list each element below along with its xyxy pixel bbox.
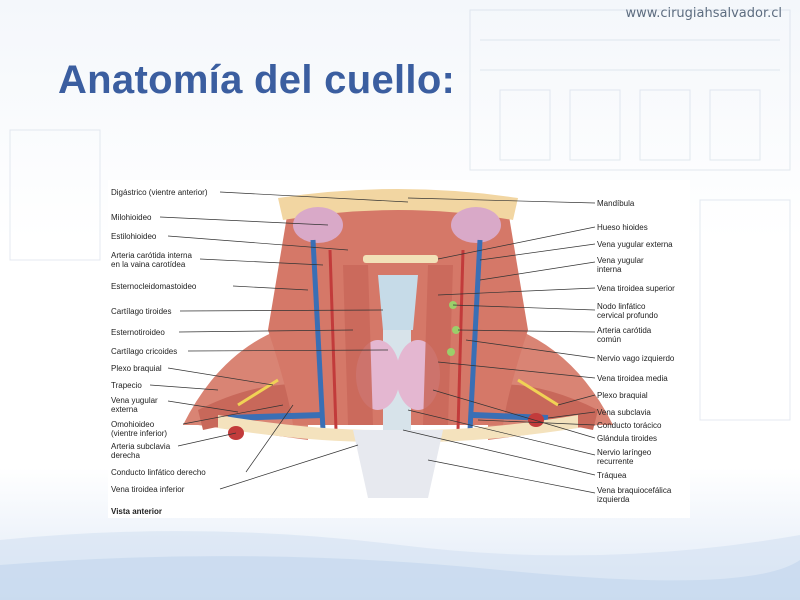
label-vena-yugular-interna: Vena yugular interna [597, 256, 644, 274]
label-vena-tiroidea-inferior: Vena tiroidea inferior [111, 485, 185, 494]
label-digastrico: Digástrico (vientre anterior) [111, 188, 208, 197]
label-nodo-linfatico: Nodo linfático cervical profundo [597, 302, 658, 320]
label-hueso-hioides: Hueso hioides [597, 223, 648, 232]
label-vena-subclavia: Vena subclavia [597, 408, 651, 417]
label-cartilago-cricoides: Cartílago cricoides [111, 347, 178, 356]
neck-anatomy-illustration [149, 189, 613, 498]
label-traquea: Tráquea [597, 471, 627, 480]
slide-title: Anatomía del cuello: [58, 58, 456, 102]
label-esternotiroideo: Esternotiroideo [111, 328, 165, 337]
label-vena-yugular-externa-der: Vena yugular externa [597, 240, 673, 249]
label-mandibula: Mandíbula [597, 199, 635, 208]
figure-caption: Vista anterior [111, 507, 162, 516]
label-trapecio: Trapecio [111, 381, 142, 390]
site-url: www.cirugiahsalvador.cl [625, 6, 782, 21]
label-omohioideo: Omohioideo (vientre inferior) [111, 420, 168, 438]
label-esternocleidomastoideo: Esternocleidomastoideo [111, 282, 197, 291]
label-estilohioideo: Estilohioideo [111, 232, 157, 241]
label-vena-yugular-externa-izq: Vena yugular externa [111, 396, 158, 414]
label-nervio-laringeo: Nervio laríngeo recurrente [597, 448, 652, 466]
label-vena-tiroidea-superior: Vena tiroidea superior [597, 284, 675, 293]
label-arteria-carotida-interna: Arteria carótida interna en la vaina car… [111, 251, 192, 269]
label-conducto-linfatico-derecho: Conducto linfático derecho [111, 468, 206, 477]
label-arteria-subclavia: Arteria subclavia derecha [111, 442, 171, 460]
label-cartilago-tiroides: Cartílago tiroides [111, 307, 172, 316]
label-arteria-carotida-comun: Arteria carótida común [597, 326, 652, 344]
label-vena-tiroidea-media: Vena tiroidea media [597, 374, 668, 383]
label-glandula-tiroides: Glándula tiroides [597, 434, 658, 443]
label-vena-braquiocefalica: Vena braquiocefálica izquierda [597, 486, 672, 504]
label-plexo-braquial-der: Plexo braquial [597, 391, 648, 400]
label-nervio-vago: Nervio vago izquierdo [597, 354, 675, 363]
label-conducto-toracico: Conducto torácico [597, 421, 662, 430]
neck-anatomy-figure: Digástrico (vientre anterior) Milohioide… [108, 180, 690, 518]
label-plexo-braquial-izq: Plexo braquial [111, 364, 162, 373]
label-milohioideo: Milohioideo [111, 213, 152, 222]
